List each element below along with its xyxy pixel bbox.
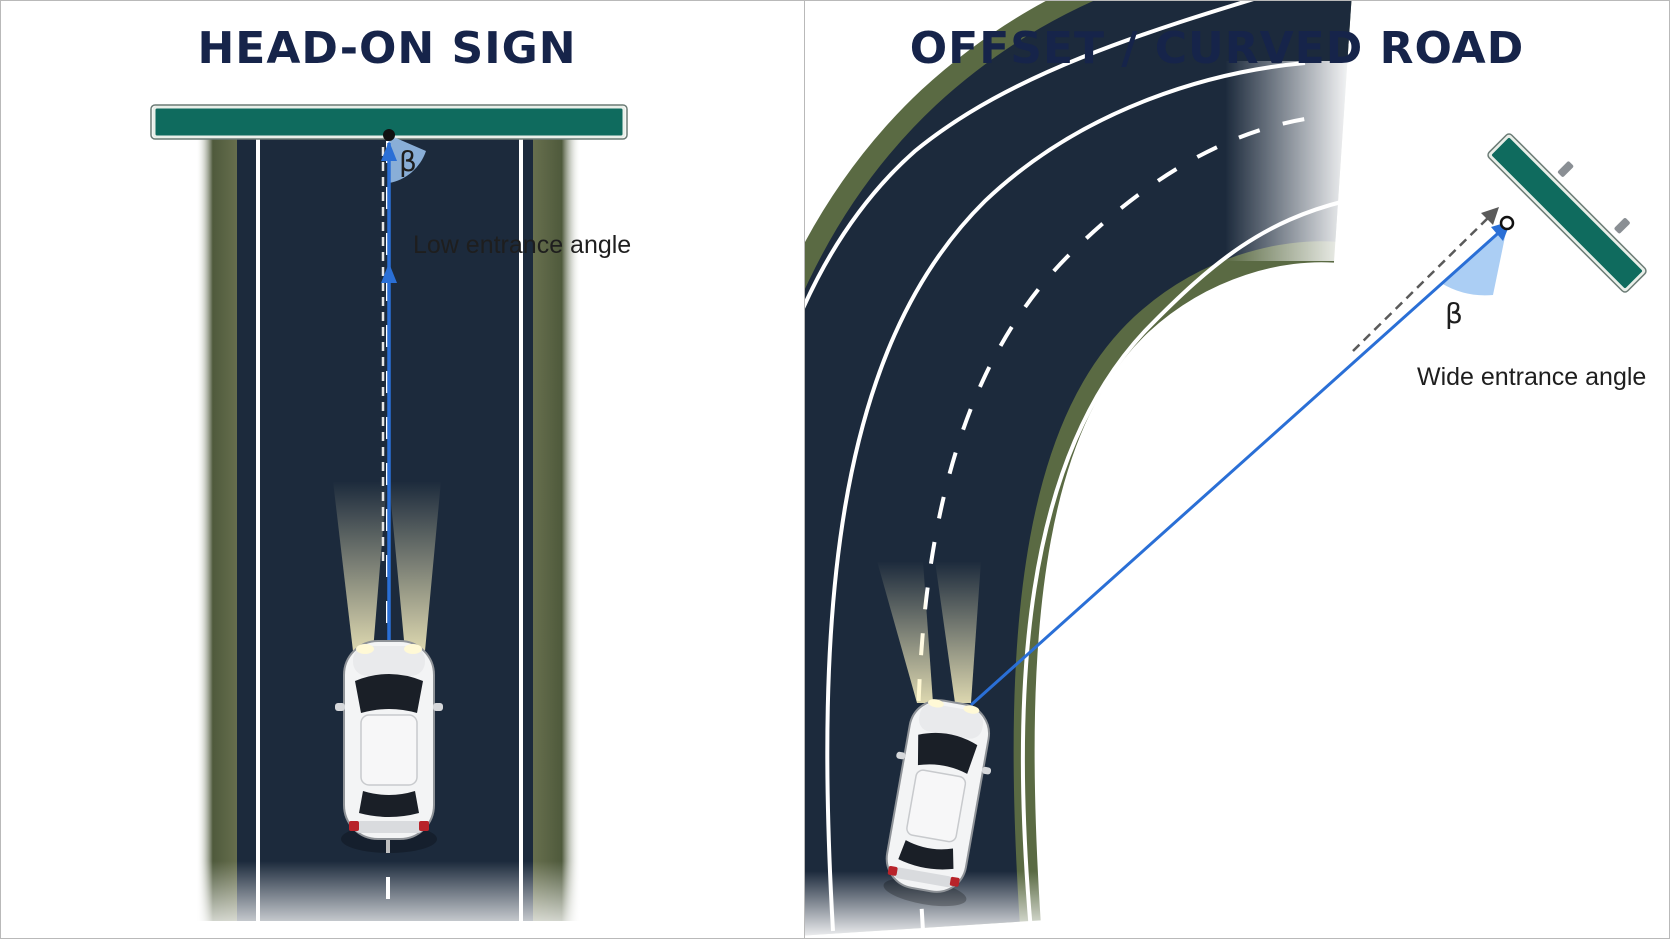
entrance-angle-wedge	[389, 135, 426, 183]
headlight-beam-left-right	[877, 561, 933, 703]
left-grass-verge	[196, 121, 244, 921]
angle-symbol-left: β	[399, 145, 417, 178]
ray-arrow-tip	[381, 141, 397, 161]
curved-road	[805, 1, 1352, 936]
right-grass-verge	[526, 121, 581, 921]
head-on-illustration: β Low entrance angle	[150, 104, 631, 938]
angle-label-right: Wide entrance angle	[1417, 363, 1646, 391]
offset-curved-illustration: β Wide entrance angle	[805, 1, 1647, 938]
angle-label-left: Low entrance angle	[413, 231, 631, 259]
entrance-angle-wedge-right	[1441, 227, 1507, 296]
road-fade-top	[1225, 61, 1355, 261]
headlight-beam-left	[333, 481, 387, 651]
ray-arrow-mid	[381, 263, 397, 283]
head-on-title: HEAD-ON SIGN	[197, 23, 577, 74]
offset-curved-title: OFFSET / CURVED ROAD	[909, 23, 1525, 74]
sign-reflection-point	[383, 129, 395, 141]
curved-edge-line-outer	[805, 1, 1254, 309]
curved-edge-line-left	[825, 61, 1306, 932]
curved-center-line	[915, 117, 1306, 932]
head-on-panel: β Low entrance angle HEAD-ON SIGN	[0, 0, 834, 939]
observation-arrow-right	[1481, 207, 1499, 225]
angle-symbol-right: β	[1445, 297, 1463, 330]
headlight-beam-right-right	[935, 561, 981, 703]
observation-line-right	[1352, 212, 1494, 352]
angled-roadside-sign	[1487, 133, 1647, 293]
car-top-view-right	[883, 699, 992, 907]
headlight-beam-right	[389, 481, 441, 651]
road-fade-bottom	[181, 861, 601, 938]
offset-curved-panel: β Wide entrance angle OFFSET / CURVED RO…	[804, 0, 1670, 939]
sign-reflection-point-right	[1499, 215, 1515, 231]
car-top-view-left	[335, 640, 443, 853]
road-fade-bottom-right	[805, 871, 1145, 938]
headlight-ray-right	[969, 225, 1507, 707]
